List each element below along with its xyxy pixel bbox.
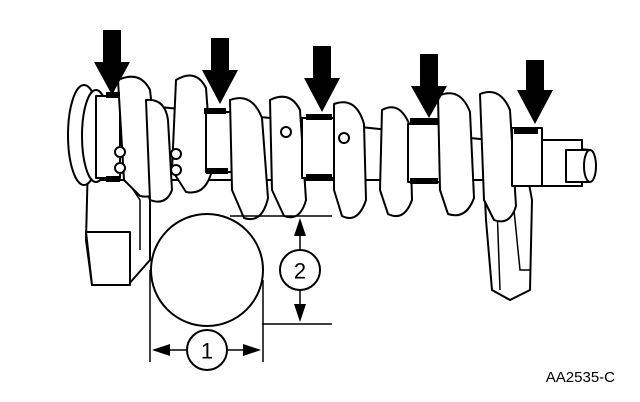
callout-1-label: 1	[201, 339, 213, 364]
down-arrow-icon-2	[202, 38, 238, 104]
journal-cross-section	[150, 213, 264, 327]
crank-throw-4	[379, 92, 475, 218]
callout-2-label: 2	[294, 259, 306, 284]
callout-1: 1	[186, 329, 228, 371]
crank-throw-3	[269, 95, 367, 219]
down-arrow-icon-4	[411, 54, 447, 118]
callout-2: 2	[279, 249, 321, 291]
journal-bands	[106, 92, 538, 184]
crank-throw-2	[170, 74, 269, 220]
dimension-1-lines	[149, 270, 264, 362]
down-arrow-icon-3	[304, 46, 340, 112]
rear-snout	[539, 139, 597, 187]
dimension-arrow-icon-down	[294, 304, 306, 322]
down-arrow-icon-1	[94, 30, 130, 95]
figure-id: AA2535-C	[545, 369, 615, 386]
down-arrow-icon-5	[517, 60, 553, 124]
dimension-arrow-icon-up	[294, 218, 306, 236]
front-flange	[67, 84, 121, 186]
dimension-arrow-icon-right	[243, 344, 261, 356]
dimension-2-lines	[230, 215, 332, 325]
dimension-arrow-icon-left	[152, 344, 170, 356]
crank-throw-1	[114, 75, 173, 203]
crank-throw-5	[479, 91, 543, 223]
